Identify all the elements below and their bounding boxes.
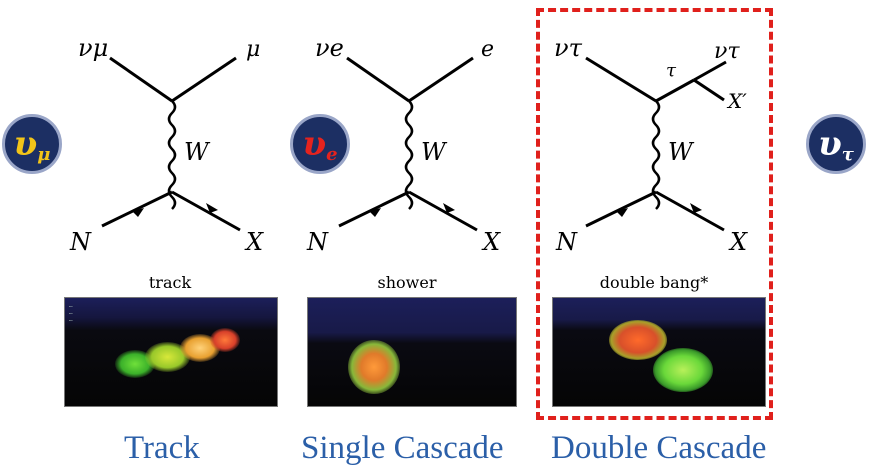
incoming-nucleon-line (101, 190, 173, 228)
w-boson-propagator (651, 100, 661, 210)
badge-nu-e-symbol: υ (302, 124, 327, 164)
incoming-neutrino-line (585, 56, 657, 103)
w-boson-propagator (404, 100, 414, 210)
second-cascade-cluster (653, 348, 713, 392)
track-hit-cluster (210, 328, 240, 352)
event-display-shower (307, 297, 517, 407)
label-hadron: X (728, 228, 748, 256)
event-display-double-bang (552, 297, 766, 407)
outgoing-tau-line (655, 78, 695, 103)
arrow-icon (369, 208, 381, 217)
label-nucleon: N (69, 228, 92, 256)
process-caption: double bang* (600, 273, 708, 292)
label-nucleon: N (555, 228, 578, 256)
label-tau: τ (666, 60, 677, 81)
feynman-diagram-nutau: ντ τ ντ X′ W N X double bang* (554, 34, 748, 292)
incoming-nucleon-line (585, 190, 657, 228)
label-nu-mu-in: νμ (78, 34, 108, 62)
arrow-icon (690, 203, 702, 213)
arrow-icon (206, 203, 218, 213)
badge-nu-tau-symbol: υ (818, 124, 842, 164)
label-nu-tau-in: ντ (554, 34, 583, 62)
arrow-icon (132, 208, 144, 217)
label-w-boson: W (421, 138, 448, 166)
outgoing-lepton-line (408, 56, 474, 103)
event-display-track: … … … (64, 297, 278, 407)
label-hadron: X (244, 228, 264, 256)
outgoing-hadron-line (655, 190, 725, 232)
tau-highlight-box (536, 8, 773, 420)
outgoing-lepton-line (171, 56, 237, 103)
label-nu-e-in: νe (315, 34, 344, 62)
arrow-icon (443, 203, 455, 213)
label-w-boson: W (668, 138, 695, 166)
feynman-diagram-nue: νe e W N X shower (306, 34, 501, 292)
outgoing-hadron-line (171, 190, 241, 232)
shower-hit-cluster (348, 340, 400, 394)
x-prime-line (693, 78, 725, 102)
caption-track: Track (124, 430, 200, 466)
incoming-neutrino-line (346, 56, 410, 103)
badge-nu-mu-symbol: υ (13, 124, 38, 164)
label-mu-out: μ (246, 37, 260, 62)
tau-neutrino-line (693, 60, 727, 82)
outgoing-hadron-line (408, 190, 478, 232)
first-cascade-cluster (609, 320, 667, 360)
badge-nu-mu-subscript: μ (37, 143, 51, 165)
arrow-icon (616, 208, 628, 217)
feynman-diagram-numu: νμ μ W N X track (69, 34, 264, 292)
process-caption: track (149, 273, 192, 292)
badge-nu-e-subscript: e (326, 143, 338, 165)
incoming-nucleon-line (338, 190, 410, 228)
label-x-prime: X′ (726, 89, 747, 113)
label-hadron: X (481, 228, 501, 256)
label-e-out: e (481, 37, 494, 62)
incoming-neutrino-line (109, 56, 173, 103)
label-nu-tau-out: ντ (714, 39, 740, 64)
badge-nu-tau-subscript: τ (841, 143, 854, 165)
label-nucleon: N (306, 228, 329, 256)
label-w-boson: W (184, 138, 211, 166)
w-boson-propagator (167, 100, 177, 210)
caption-single-cascade: Single Cascade (301, 430, 504, 466)
process-caption: shower (378, 273, 437, 292)
caption-double-cascade: Double Cascade (551, 430, 767, 466)
event-overlay-text: … … … (69, 302, 73, 323)
